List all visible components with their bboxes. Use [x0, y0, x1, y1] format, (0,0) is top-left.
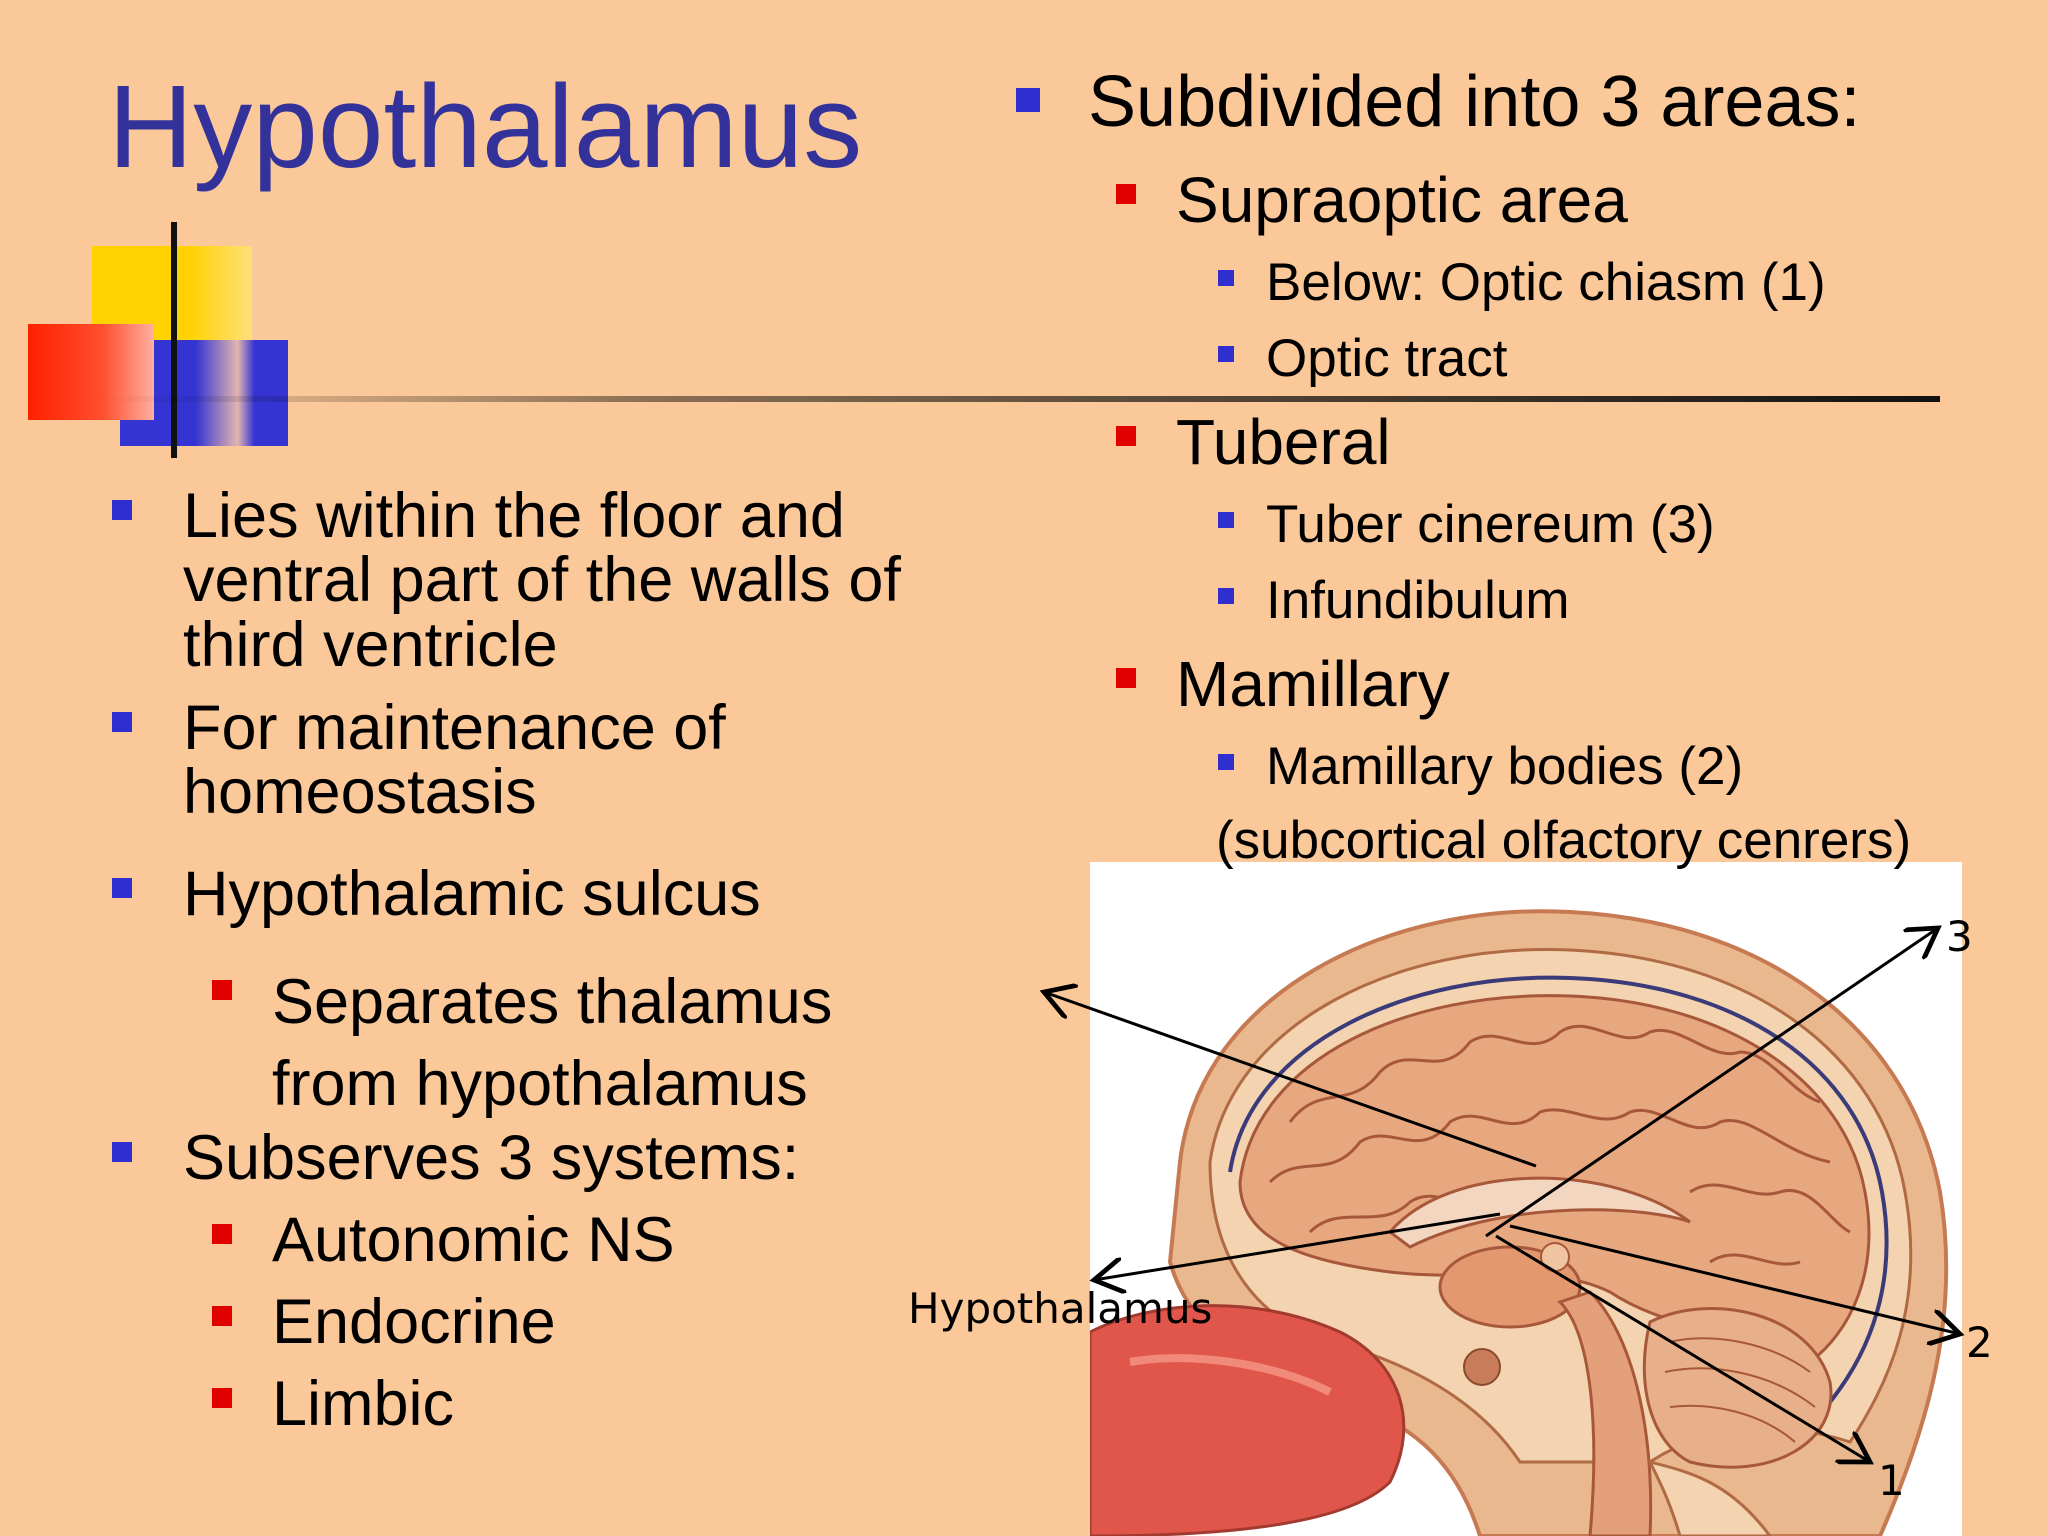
label-3: 3 — [1946, 912, 1973, 961]
item-optic-tract: Optic tract — [1266, 329, 1508, 388]
arrow-2 — [1509, 1224, 1960, 1334]
bullet-icon — [1218, 754, 1234, 770]
area-tuberal: Tuberal — [1176, 406, 1391, 478]
decor-vertical-line — [171, 222, 177, 458]
left-bullet-2: For maintenance of homeostasis — [183, 693, 726, 828]
brain-sagittal-diagram — [1090, 862, 1962, 1536]
bullet-icon — [1218, 346, 1234, 362]
right-heading: Subdivided into 3 areas: — [1088, 62, 1861, 142]
arrow-sulcus — [1044, 992, 1537, 1168]
left-sub-bullet-endocrine: Endocrine — [272, 1287, 556, 1357]
subcortical-note: (subcortical olfactory cenrers) — [1216, 811, 1912, 870]
left-bullet-4: Subserves 3 systems: — [183, 1123, 800, 1193]
bullet-icon — [212, 1388, 232, 1408]
bullet-icon — [1116, 184, 1136, 204]
item-optic-chiasm: Below: Optic chiasm (1) — [1266, 253, 1826, 312]
item-tuber-cinereum: Tuber cinereum (3) — [1266, 495, 1715, 554]
area-mamillary: Mamillary — [1176, 648, 1450, 720]
bullet-icon — [112, 1142, 132, 1162]
title-divider-line — [100, 396, 1940, 402]
bullet-icon — [212, 1224, 232, 1244]
arrow-1 — [1495, 1234, 1870, 1462]
area-supraoptic: Supraoptic area — [1176, 164, 1628, 236]
decor-red-square — [28, 324, 154, 420]
bullet-icon — [1218, 512, 1234, 528]
item-infundibulum: Infundibulum — [1266, 571, 1570, 630]
bullet-icon — [112, 878, 132, 898]
bullet-icon — [212, 1306, 232, 1326]
slide-title: Hypothalamus — [108, 61, 863, 193]
left-sub-bullet-limbic: Limbic — [272, 1369, 455, 1439]
bullet-icon — [112, 500, 132, 520]
bullet-icon — [1218, 270, 1234, 286]
brain-illustration — [1090, 909, 1949, 1536]
bullet-icon — [1116, 668, 1136, 688]
bullet-icon — [1218, 588, 1234, 604]
bullet-icon — [1116, 426, 1136, 446]
left-sub-bullet-separates: Separates thalamus from hypothalamus — [272, 967, 833, 1119]
bullet-icon — [212, 980, 232, 1000]
left-bullet-1: Lies within the floor and ventral part o… — [183, 481, 901, 680]
left-sub-bullet-autonomic: Autonomic NS — [272, 1205, 675, 1275]
bullet-icon — [112, 712, 132, 732]
arrow-3 — [1485, 928, 1938, 1238]
item-mamillary-bodies: Mamillary bodies (2) — [1266, 737, 1744, 796]
arrow-hypothalamus — [1094, 1212, 1501, 1280]
left-bullet-3: Hypothalamic sulcus — [183, 859, 761, 929]
bullet-icon — [1016, 88, 1040, 112]
label-1: 1 — [1878, 1456, 1905, 1505]
label-hypothalamus: Hypothalamus — [908, 1284, 1213, 1333]
label-2: 2 — [1966, 1318, 1993, 1367]
